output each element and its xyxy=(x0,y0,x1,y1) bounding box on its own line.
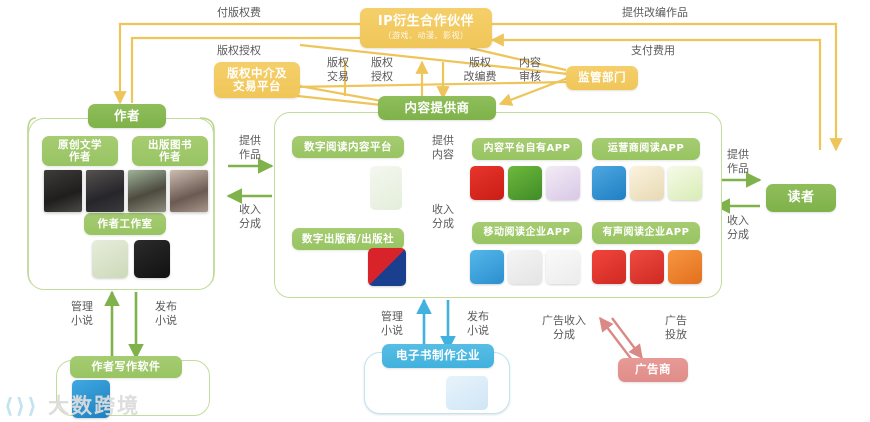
label-provide-works-right: 提供 作品 xyxy=(727,148,749,175)
app-icon xyxy=(630,166,664,200)
ebook-tool-logo xyxy=(384,378,436,408)
app-icon xyxy=(470,250,504,284)
node-digital-publisher[interactable]: 数字出版商/出版社 xyxy=(292,228,404,250)
node-mobile-app[interactable]: 移动阅读企业APP xyxy=(472,222,582,244)
node-reader[interactable]: 读者 xyxy=(766,184,836,212)
writing-tool-logo xyxy=(122,382,184,412)
label-publish-novel-left: 发布 小说 xyxy=(155,300,177,327)
node-author-original[interactable]: 原创文学 作者 xyxy=(42,136,118,166)
node-ebook-maker[interactable]: 电子书制作企业 xyxy=(382,344,494,368)
label-manage-novel-mid: 管理 小说 xyxy=(381,310,403,337)
author-photo xyxy=(170,170,208,212)
label-provide-content: 提供 内容 xyxy=(432,134,454,161)
label-ad-revenue-share: 广告收入 分成 xyxy=(542,314,586,341)
app-icon xyxy=(592,166,626,200)
author-photo xyxy=(128,170,166,212)
app-icon xyxy=(630,250,664,284)
label-pay-fees: 支付费用 xyxy=(631,44,675,57)
node-regulator[interactable]: 监管部门 xyxy=(566,66,638,90)
watermark: ⟨⟩⟩ 大数跨境 xyxy=(4,390,140,420)
label-revenue-share-mid: 收入 分成 xyxy=(432,203,454,230)
label-copyright-license: 版权 授权 xyxy=(371,56,393,83)
platform-logo xyxy=(370,166,402,210)
app-icon xyxy=(668,250,702,284)
label-revenue-share-right: 收入 分成 xyxy=(727,214,749,241)
node-author[interactable]: 作者 xyxy=(88,104,166,128)
node-ip-partner[interactable]: IP衍生合作伙伴 （游戏、动漫、影视） xyxy=(360,8,492,48)
node-digital-platform[interactable]: 数字阅读内容平台 xyxy=(292,136,404,158)
label-provide-works-left: 提供 作品 xyxy=(239,134,261,161)
app-icon xyxy=(546,166,580,200)
ip-partner-label: IP衍生合作伙伴 xyxy=(377,14,475,30)
app-icon xyxy=(470,166,504,200)
studio-logo xyxy=(134,240,170,278)
node-content-provider[interactable]: 内容提供商 xyxy=(378,96,496,120)
label-provide-adapted-works: 提供改编作品 xyxy=(622,6,688,19)
node-audio-app[interactable]: 有声阅读企业APP xyxy=(592,222,700,244)
app-icon xyxy=(546,250,580,284)
label-ad-placement: 广告 投放 xyxy=(665,314,687,341)
label-content-review: 内容 审核 xyxy=(519,56,541,83)
label-revenue-share-left: 收入 分成 xyxy=(239,203,261,230)
label-publish-novel-mid: 发布 小说 xyxy=(467,310,489,337)
app-icon xyxy=(508,166,542,200)
studio-logo xyxy=(92,240,128,278)
app-icon xyxy=(508,250,542,284)
platform-logo xyxy=(294,190,362,212)
node-carrier-app[interactable]: 运营商阅读APP xyxy=(592,138,700,160)
label-adaptation-fee: 版权 改编费 xyxy=(463,56,497,83)
publisher-logo xyxy=(292,254,364,280)
writing-tool-logo xyxy=(72,380,110,418)
ebook-tool-logo xyxy=(446,376,488,410)
watermark-text: 大数跨境 xyxy=(48,394,141,418)
node-copyright-platform[interactable]: 版权中介及 交易平台 xyxy=(214,62,300,98)
author-photo xyxy=(44,170,82,212)
label-manage-novel-left: 管理 小说 xyxy=(71,300,93,327)
app-icon xyxy=(592,250,626,284)
node-author-published[interactable]: 出版图书 作者 xyxy=(132,136,208,166)
label-copyright-trade: 版权 交易 xyxy=(327,56,349,83)
node-writing-software[interactable]: 作者写作软件 xyxy=(70,356,182,378)
watermark-mark: ⟨⟩⟩ xyxy=(4,394,39,418)
node-advertiser[interactable]: 广告商 xyxy=(618,358,688,382)
node-platform-own-app[interactable]: 内容平台自有APP xyxy=(472,138,582,160)
node-author-studio[interactable]: 作者工作室 xyxy=(84,213,166,235)
ip-partner-sublabel: （游戏、动漫、影视） xyxy=(383,31,469,41)
author-photo xyxy=(86,170,124,212)
label-pay-copyright-fee: 付版权费 xyxy=(217,6,261,19)
platform-logo xyxy=(294,164,362,186)
app-icon xyxy=(668,166,702,200)
publisher-logo xyxy=(368,248,406,286)
label-copyright-authorization: 版权授权 xyxy=(217,44,261,57)
